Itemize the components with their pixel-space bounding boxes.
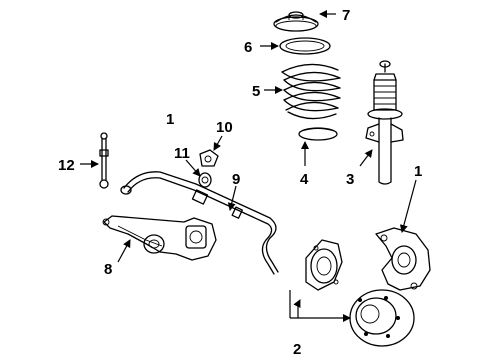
stabilizer-link <box>99 132 109 189</box>
callout-6: 6 <box>244 39 252 56</box>
stabilizer-bar <box>120 171 279 275</box>
callout-1-knuckle: 1 <box>414 163 422 180</box>
callout-9: 9 <box>232 171 240 188</box>
spring-upper-insulator <box>279 37 331 55</box>
callout-8: 8 <box>104 261 112 278</box>
steering-knuckle <box>375 227 431 291</box>
callout-3: 3 <box>346 171 354 188</box>
callout-10: 10 <box>216 119 233 136</box>
callout-4: 4 <box>300 171 309 188</box>
stabilizer-bushing <box>198 172 212 188</box>
strut-mount <box>273 11 319 32</box>
coil-spring <box>281 63 341 120</box>
strut-assembly <box>365 60 404 185</box>
callout-11: 11 <box>174 145 190 162</box>
lower-control-arm <box>102 215 217 261</box>
callout-5: 5 <box>252 83 260 100</box>
callout-12: 12 <box>58 157 75 174</box>
callout-leaders <box>80 10 417 322</box>
wheel-bearing <box>305 239 343 291</box>
bushing-bracket <box>199 149 219 167</box>
spring-lower-insulator <box>298 127 338 141</box>
wheel-hub <box>349 289 415 347</box>
callout-2: 2 <box>293 341 301 358</box>
callout-1-stabilizer: 1 <box>166 111 174 128</box>
callout-7: 7 <box>342 7 350 24</box>
